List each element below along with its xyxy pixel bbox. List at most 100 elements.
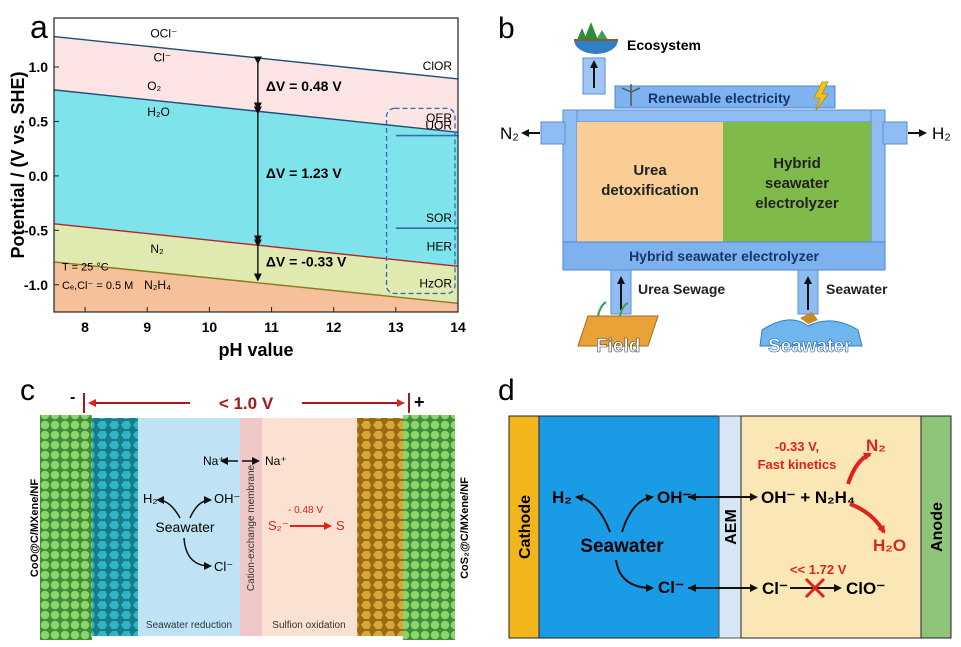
d-seawater-label: Seawater xyxy=(580,536,664,557)
species-o2: O₂ xyxy=(147,79,161,93)
seawater-label: Seawater xyxy=(768,336,852,357)
d-h2-label: H₂ xyxy=(552,488,572,507)
series-label-oer: OER xyxy=(426,111,452,125)
cathode-chamber xyxy=(138,418,240,636)
region-hzor-bottom xyxy=(54,261,458,312)
plus-terminal: + xyxy=(414,392,425,412)
d-h2-arrow xyxy=(575,493,611,533)
species-h2o: H₂O xyxy=(147,105,170,119)
panel-letter-b: b xyxy=(498,12,515,45)
x-tick-label: 8 xyxy=(81,319,89,335)
x-tick-label: 14 xyxy=(450,319,466,335)
x-tick-label: 12 xyxy=(326,319,342,335)
c-cl-label: Cl⁻ xyxy=(214,559,233,574)
seawater-wave-icon xyxy=(759,319,863,347)
s2-label: S₂⁻ xyxy=(268,518,289,533)
y-tick-label: 0.0 xyxy=(29,168,49,184)
sulfion-oxidation-caption: Sulfion oxidation xyxy=(272,620,345,631)
anode-electrode xyxy=(357,418,403,636)
hybrid-label-1: Hybrid xyxy=(773,155,821,172)
anode-label: Anode xyxy=(929,502,946,552)
cathode-compartment xyxy=(538,415,720,639)
right-electrode-label: CoS₂@C/MXene/NF xyxy=(459,477,471,579)
d-kinetics-line-2: Fast kinetics xyxy=(758,457,837,472)
series-label-her: HER xyxy=(427,240,453,254)
concentration-label: Cₑ,Cl⁻ = 0.5 M xyxy=(62,280,133,292)
d-n2-product: N₂ xyxy=(866,436,886,455)
d-h2o-product: H₂O xyxy=(873,536,906,555)
series-line-hzor xyxy=(53,261,459,304)
ecosystem-globe-icon xyxy=(574,22,618,54)
seawater-reduction-caption: Seawater reduction xyxy=(146,620,232,631)
x-axis-label: pH value xyxy=(218,340,293,360)
minus-terminal: - xyxy=(70,389,75,406)
frame-top xyxy=(562,109,886,123)
x-tick-label: 13 xyxy=(388,319,404,335)
c-seawater-label: Seawater xyxy=(155,519,214,535)
cathode-label: Cathode xyxy=(517,495,534,559)
delta-v-label-3: ΔV = -0.33 V xyxy=(266,253,347,269)
fish-icon xyxy=(800,312,818,324)
y-tick-label: -0.5 xyxy=(24,222,48,238)
delta-v-label-2: ΔV = 1.23 V xyxy=(266,165,342,181)
species-n2h4: N₂H₄ xyxy=(144,278,171,292)
renewable-bar xyxy=(614,85,836,109)
d-kinetics-line-1: -0.33 V, xyxy=(775,439,819,454)
urea-block xyxy=(577,122,723,242)
d-clo-label: ClO⁻ xyxy=(846,579,885,598)
d-cl-left-label: Cl⁻ xyxy=(658,578,684,597)
d-threshold-label: << 1.72 V xyxy=(790,562,847,577)
y-tick-label: 0.5 xyxy=(29,113,49,129)
cathode-electrode xyxy=(92,418,138,636)
urea-label-1: Urea xyxy=(633,162,667,179)
aem-label: AEM xyxy=(723,509,740,545)
seawater-in-label: Seawater xyxy=(826,281,888,297)
y-tick-label: 1.0 xyxy=(29,59,49,75)
left-gas-pipe xyxy=(540,121,566,145)
urea-sewage-label: Urea Sewage xyxy=(638,281,725,297)
s-label: S xyxy=(336,518,345,533)
series-label-hzor: HzOR xyxy=(419,277,452,291)
right-gas-pipe xyxy=(882,121,908,145)
left-electrode-label: CoO@C/MXene/NF xyxy=(29,479,41,577)
cathode-plate xyxy=(508,415,540,639)
bottom-bar xyxy=(562,241,886,271)
x-tick-label: 9 xyxy=(143,319,151,335)
species-ocl: OCl⁻ xyxy=(150,27,177,41)
n2-label: N₂ xyxy=(500,124,519,143)
x-tick-label: 10 xyxy=(202,319,218,335)
y-axis-label: Potential / (V vs. SHE) xyxy=(8,71,28,258)
field-icon xyxy=(577,315,659,347)
d-oh-right-label: OH⁻ + N₂H₄ xyxy=(761,488,855,507)
d-n2-arrow xyxy=(846,452,872,485)
ecosystem-label: Ecosystem xyxy=(627,37,701,53)
anode-compartment xyxy=(740,415,922,639)
wind-turbine-icon xyxy=(621,84,641,106)
delta-v-label-1: ΔV = 0.48 V xyxy=(266,78,342,94)
lightning-icon xyxy=(813,81,829,113)
d-oh-arrow xyxy=(621,493,654,533)
x-tick-label: 11 xyxy=(264,319,279,335)
c-oh-label: OH⁻ xyxy=(214,491,240,506)
panel-letter-d: d xyxy=(498,374,515,407)
na-right-label: Na⁺ xyxy=(265,454,287,468)
d-cl-arrow xyxy=(615,559,654,592)
anode-plate xyxy=(920,415,952,639)
membrane xyxy=(240,418,262,636)
sor-potential-label: - 0.48 V xyxy=(288,505,323,516)
d-oh-n2h4-label: OH⁻ + N₂H₄ xyxy=(761,488,855,507)
temperature-label: T = 25 °C xyxy=(62,262,109,274)
c-h2-label: H₂ xyxy=(143,491,157,506)
panel-letter-c: c xyxy=(20,374,35,407)
right-nickel-foam xyxy=(403,415,455,640)
na-left-label: Na⁺ xyxy=(203,454,225,468)
renewable-label: Renewable electricity xyxy=(648,90,791,106)
level-label-uor: UOR xyxy=(425,119,452,133)
panel-b: b Ecosystem Renewable electricity N₂ H₂ xyxy=(498,12,951,357)
field-grass-icon xyxy=(597,301,629,317)
c-oh-arrow xyxy=(189,496,212,519)
level-label-sor: SOR xyxy=(426,211,452,225)
